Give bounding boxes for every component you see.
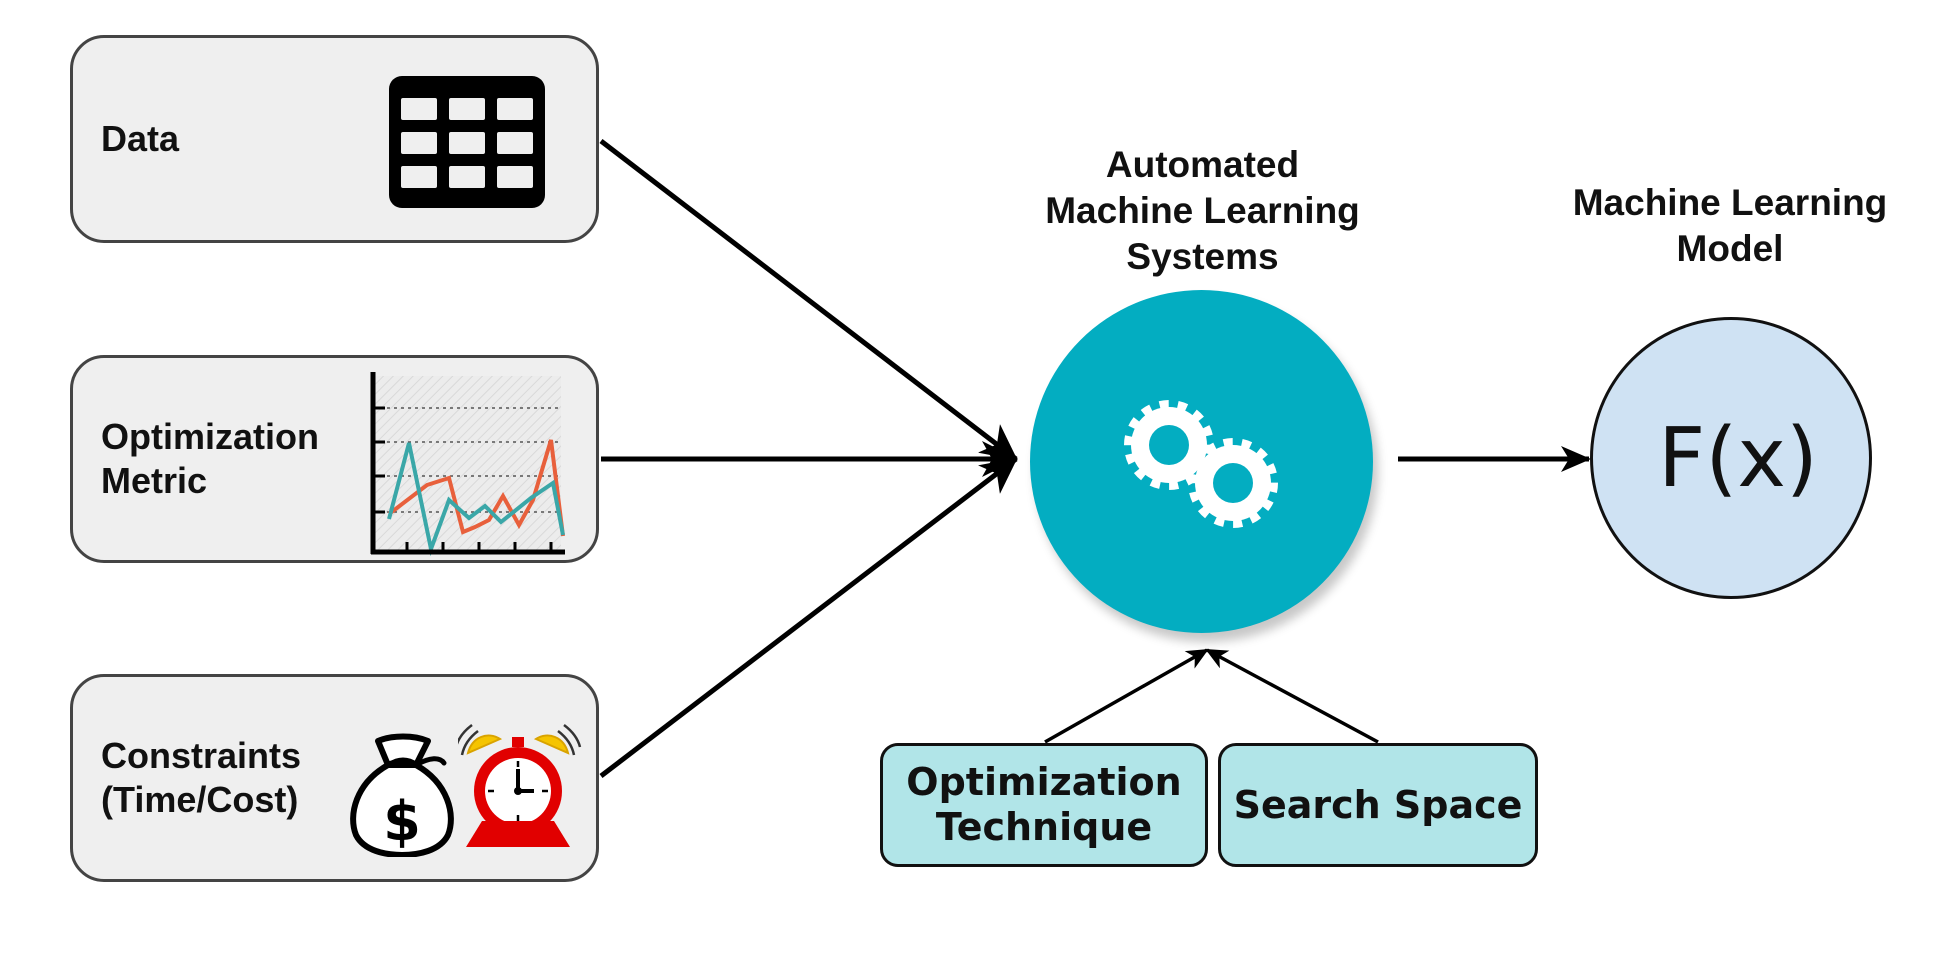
optimization-technique-label: Optimization Technique: [906, 760, 1182, 849]
model-title: Machine Learning Model: [1572, 182, 1888, 269]
metric-box: Optimization Metric: [70, 355, 599, 563]
search-space-box: Search Space: [1218, 743, 1538, 867]
table-icon: [389, 76, 545, 208]
automl-title: Automated Machine Learning Systems: [1045, 144, 1360, 277]
alarm-clock-icon: [458, 724, 582, 847]
line-chart-icon: [370, 372, 565, 557]
arrow-data-to-automl: [599, 139, 1018, 461]
svg-text:$: $: [383, 790, 421, 853]
constraints-box: Constraints (Time/Cost) $: [70, 674, 599, 882]
arrow-search-to-automl: [1205, 648, 1379, 744]
data-box: Data: [70, 35, 599, 243]
gears-icon: [1124, 400, 1278, 528]
metric-label: Optimization Metric: [101, 416, 319, 501]
data-label: Data: [101, 118, 180, 160]
model-formula: F(x): [1658, 410, 1818, 506]
automl-circle: [1030, 290, 1373, 633]
optimization-technique-box: Optimization Technique: [880, 743, 1208, 867]
search-space-label: Search Space: [1233, 782, 1523, 827]
money-bag-icon: $: [350, 733, 454, 857]
arrow-optimization-to-automl: [1044, 648, 1209, 744]
model-circle: F(x): [1590, 317, 1872, 599]
constraints-label: Constraints (Time/Cost): [101, 735, 302, 820]
arrow-constraints-to-automl: [599, 457, 1018, 778]
